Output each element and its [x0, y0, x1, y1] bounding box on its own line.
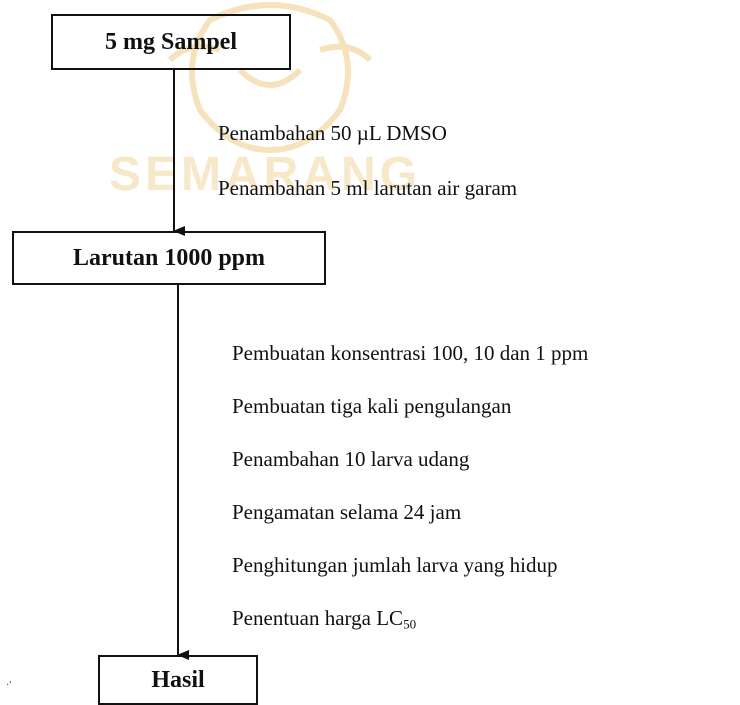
- step-item: Penambahan 10 larva udang: [232, 447, 470, 471]
- result-box-label: Hasil: [151, 666, 205, 693]
- sample-box: 5 mg Sampel: [51, 14, 291, 70]
- step-item: Pengamatan selama 24 jam: [232, 500, 462, 524]
- step-item-lc50: Penentuan harga LC50: [232, 606, 588, 632]
- stray-mark: ·': [6, 680, 12, 691]
- sample-box-label: 5 mg Sampel: [105, 28, 237, 55]
- first-step-list: Penambahan 50 µL DMSO Penambahan 5 ml la…: [218, 123, 517, 233]
- step-item: Pembuatan konsentrasi 100, 10 dan 1 ppm: [232, 341, 589, 365]
- lc50-subscript: 50: [403, 616, 417, 632]
- solution-box-label: Larutan 1000 ppm: [72, 244, 266, 271]
- lc50-prefix: Penentuan harga LC: [232, 606, 404, 630]
- solution-box: Larutan 1000 ppm: [12, 231, 326, 285]
- step-item: Penghitungan jumlah larva yang hidup: [232, 553, 558, 577]
- second-step-list: Pembuatan konsentrasi 100, 10 dan 1 ppm …: [232, 343, 588, 661]
- step-item: Penambahan 5 ml larutan air garam: [218, 176, 518, 200]
- step-item: Penambahan 50 µL DMSO: [218, 121, 447, 145]
- step-item: Pembuatan tiga kali pengulangan: [232, 394, 512, 418]
